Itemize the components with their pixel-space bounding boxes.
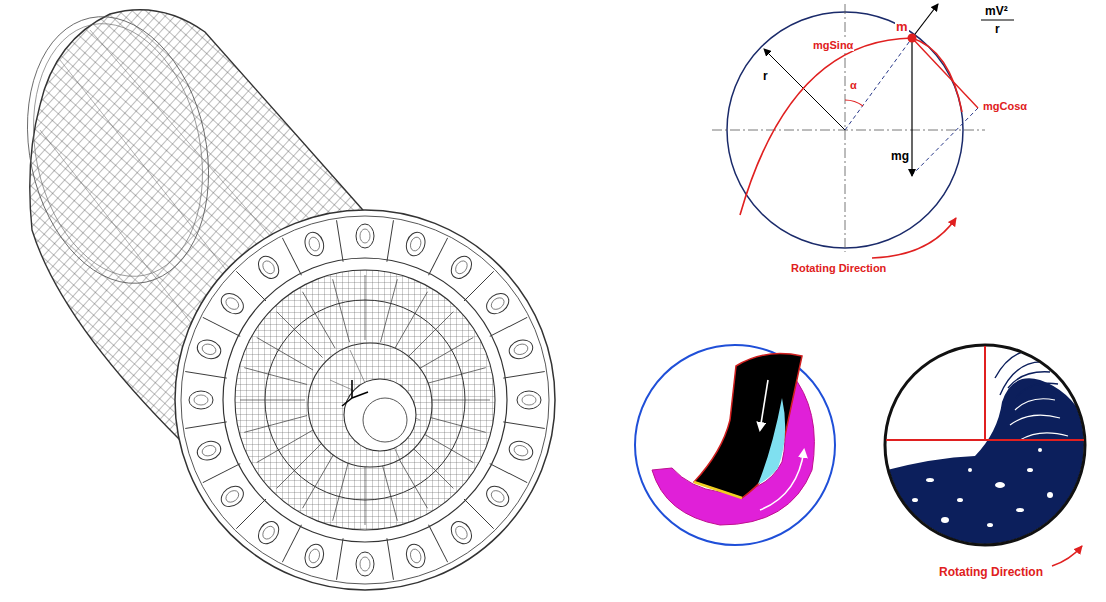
- charge-sketch: [635, 345, 835, 545]
- force-numerator: mV²: [984, 5, 1009, 17]
- force-diagram: [712, 4, 1014, 258]
- force-component: mgCosα: [982, 101, 1028, 112]
- rotation-caption: Rotating Direction: [938, 566, 1044, 578]
- rotation-caption: Rotating Direction: [790, 263, 887, 274]
- gravity-label: mg: [890, 150, 910, 162]
- angle-label: α: [849, 80, 858, 91]
- force-denominator: r: [994, 23, 1001, 35]
- drum-wireframe: [4, 0, 555, 590]
- radius-label: r: [762, 70, 769, 82]
- mass-label: m: [895, 20, 909, 33]
- cascade-sketch: [880, 345, 1090, 566]
- force-component: mgSinα: [812, 40, 854, 51]
